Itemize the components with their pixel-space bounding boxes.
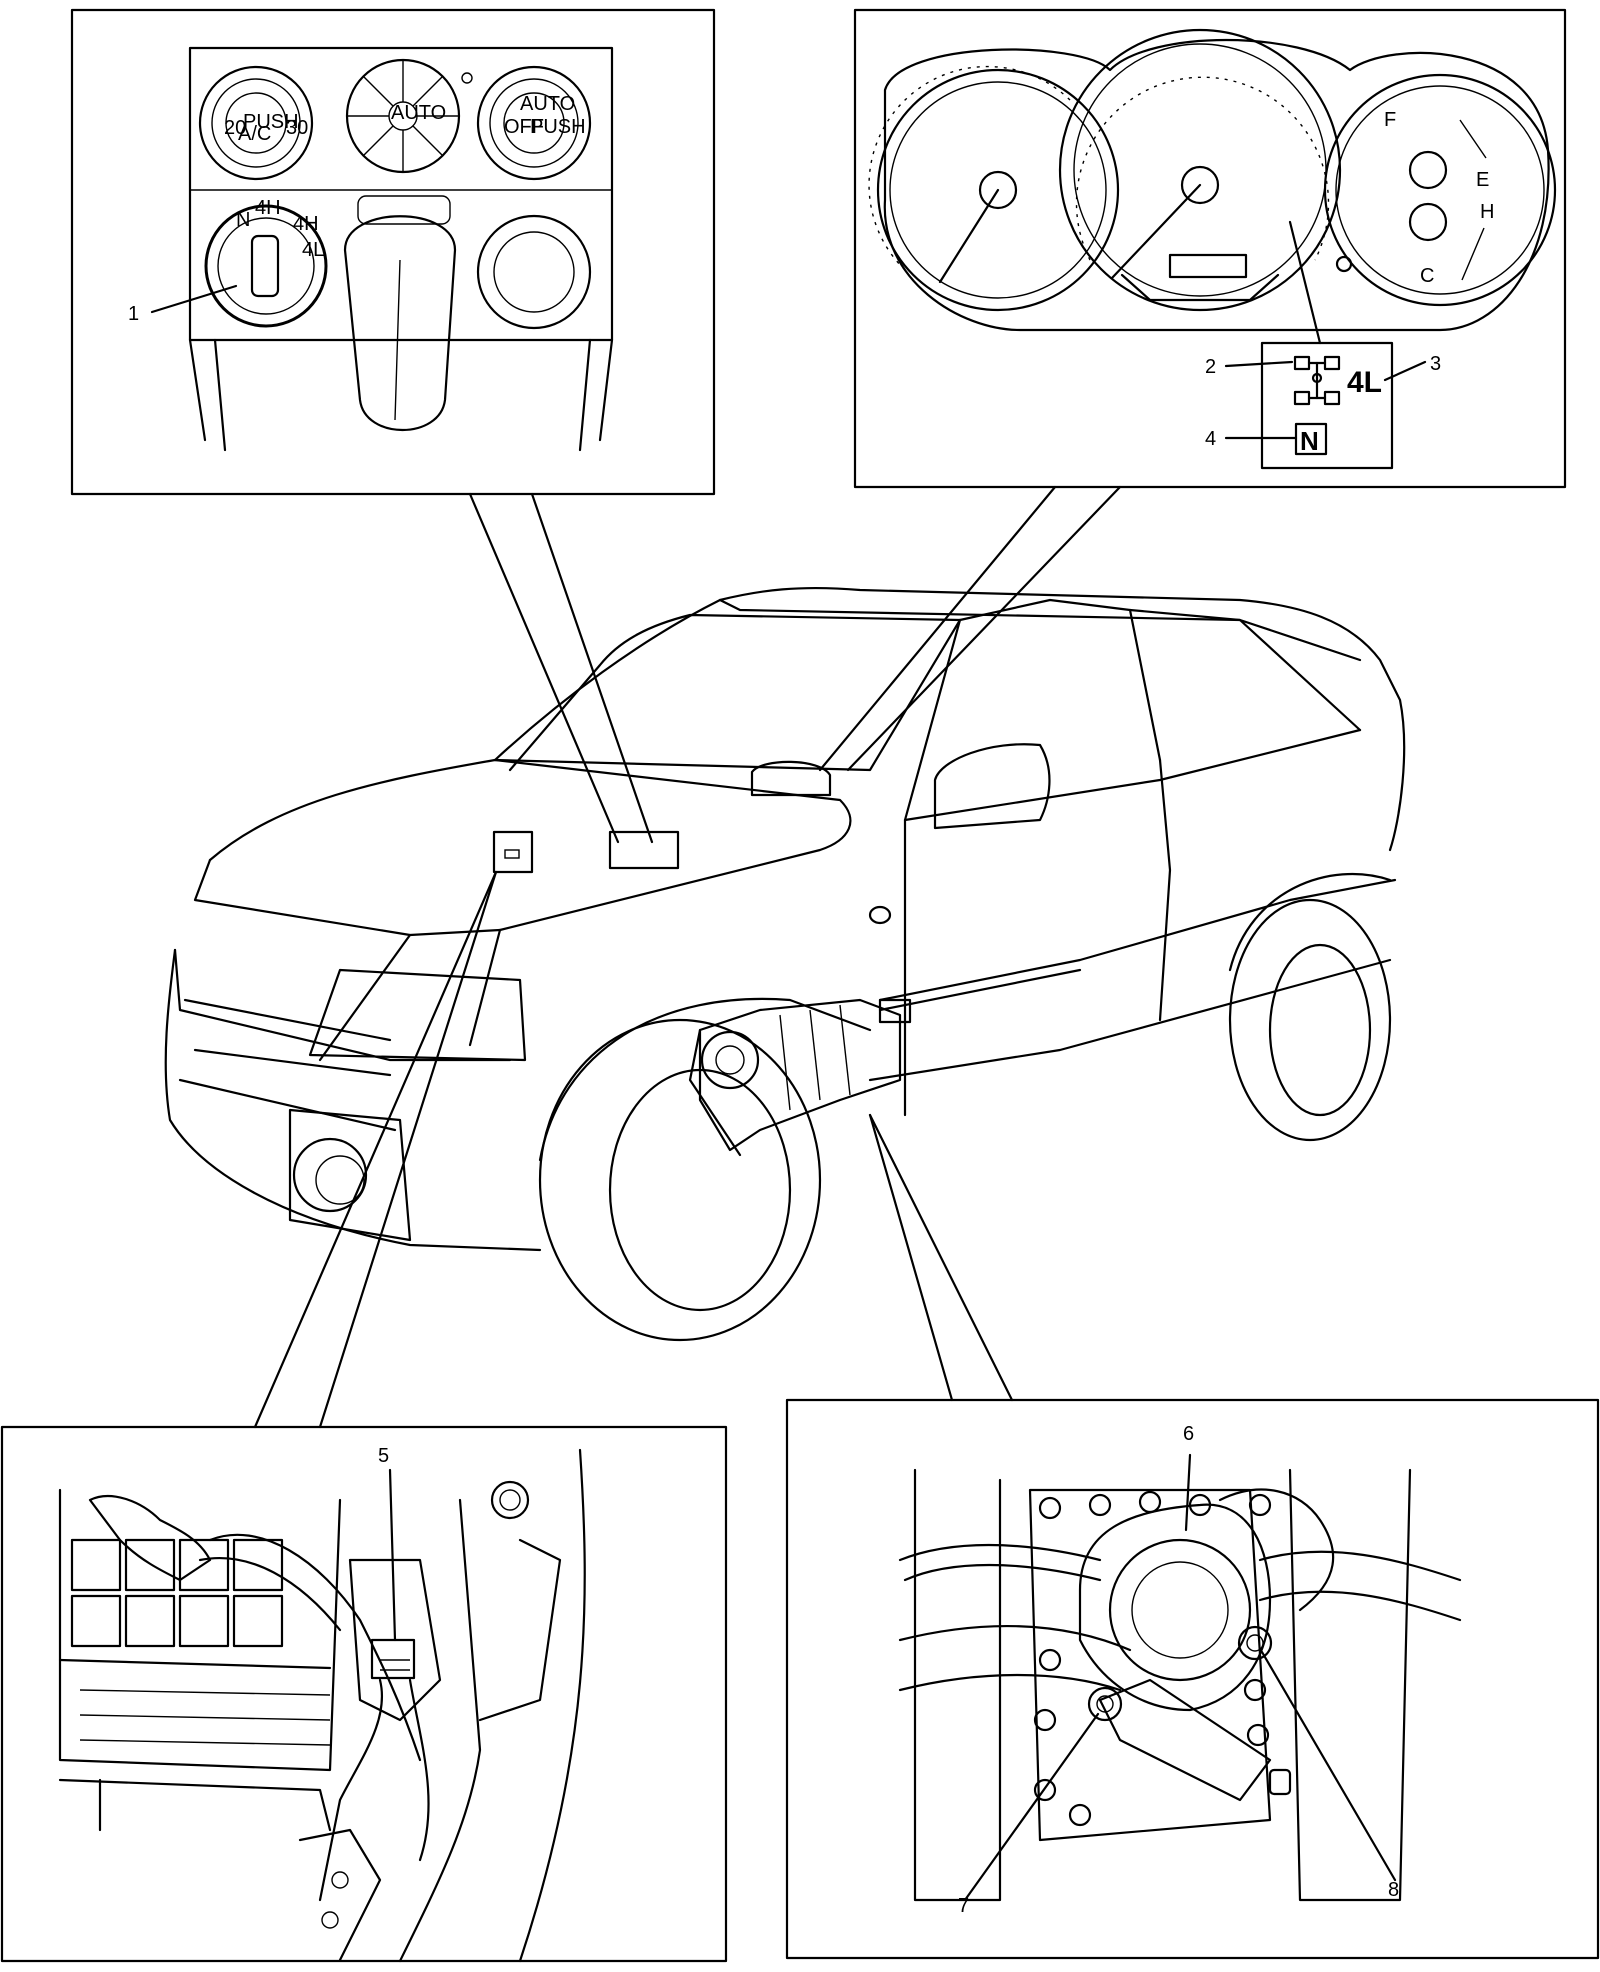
4l-indicator: 4L xyxy=(1347,366,1382,399)
indicator-box xyxy=(1260,341,1394,470)
callout-7: 7 xyxy=(958,1895,969,1917)
temp-hot-label: H xyxy=(1480,201,1494,223)
fuel-full-label: F xyxy=(1384,109,1396,131)
callout-3: 3 xyxy=(1430,353,1441,375)
callout-4: 4 xyxy=(1205,428,1216,450)
callout-8: 8 xyxy=(1388,1879,1399,1901)
ac-label: A/C xyxy=(238,123,271,145)
neutral-indicator: N xyxy=(1300,426,1319,456)
temp-cold-label: C xyxy=(1420,265,1434,287)
switch-4h-lock-label: 4H xyxy=(293,213,319,235)
cluster-marker xyxy=(608,830,680,870)
callout-6: 6 xyxy=(1183,1423,1194,1445)
inset-transfer-actuator: 6 7 8 xyxy=(785,1398,1600,1960)
inset-ecu: 5 xyxy=(0,1425,728,1963)
dashboard-marker xyxy=(750,760,832,797)
switch-4l-label: 4L xyxy=(302,239,324,261)
case-bolts xyxy=(1033,1490,1272,1827)
4wd-indicator-icon xyxy=(1293,355,1341,406)
ecu-marker xyxy=(492,830,534,874)
auto-label-right: AUTO xyxy=(520,93,575,115)
leader-lines xyxy=(253,485,1122,1429)
switch-4h-label: 4H xyxy=(255,197,281,219)
temp-high-label: 30 xyxy=(286,117,308,139)
fuel-empty-label: E xyxy=(1476,169,1489,191)
vehicle-illustration xyxy=(164,586,1406,1342)
callout-5: 5 xyxy=(378,1445,389,1467)
temp-low-label: 20 xyxy=(224,117,246,139)
push-label-left: PUSH xyxy=(243,111,299,133)
transfer-case-marker xyxy=(688,998,912,1157)
switch-n-label: N xyxy=(236,209,250,231)
callout-2: 2 xyxy=(1205,356,1216,378)
auto-label-center: AUTO xyxy=(391,102,446,124)
inset-center-console: A/C PUSH 20 30 AUTO AUTO OFF PUSH N 4H 4… xyxy=(70,8,716,496)
push-label-right: PUSH xyxy=(530,116,586,138)
inset-instrument-cluster: F E H C 4L N 2 3 4 xyxy=(853,8,1567,489)
off-label: OFF xyxy=(504,116,544,138)
callout-1: 1 xyxy=(128,303,139,325)
